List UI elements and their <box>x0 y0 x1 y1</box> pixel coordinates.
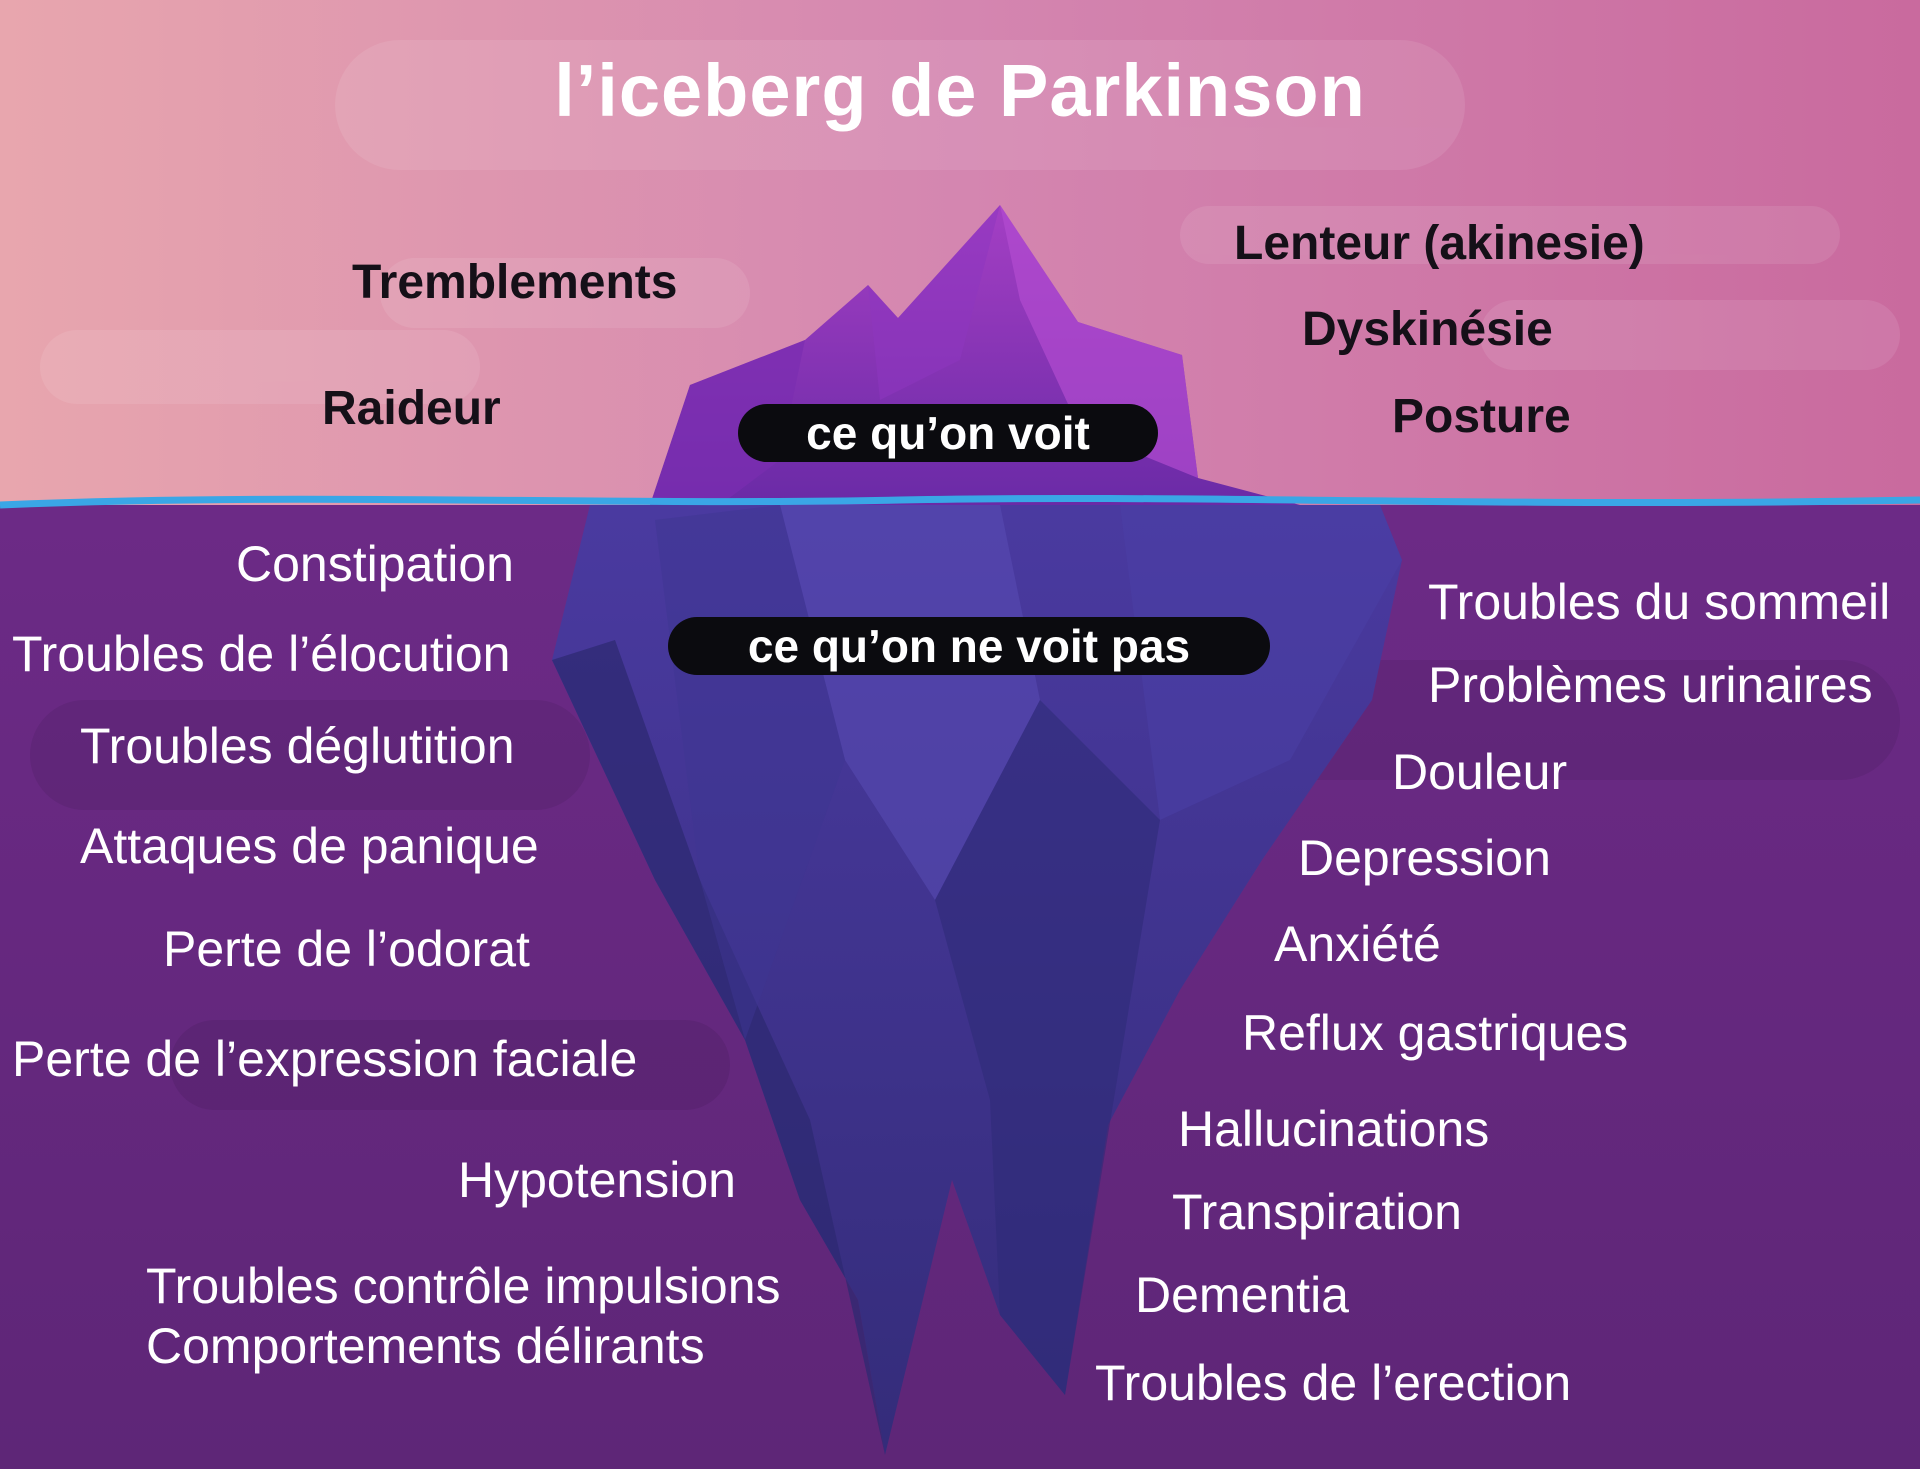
hidden-symptom: Anxiété <box>1274 916 1441 972</box>
hidden-symptom: Reflux gastriques <box>1242 1005 1629 1061</box>
hidden-symptom: Troubles de l’erection <box>1095 1355 1572 1411</box>
hidden-symptom: Depression <box>1298 830 1551 886</box>
visible-symptom: Tremblements <box>352 256 678 309</box>
visible-symptom: Dyskinésie <box>1302 303 1553 356</box>
hidden-symptom: Problèmes urinaires <box>1428 657 1873 713</box>
visible-symptom: Raideur <box>322 382 501 435</box>
hidden-symptom: Dementia <box>1135 1267 1349 1323</box>
visible-symptom: Posture <box>1392 390 1571 443</box>
hidden-symptom: Attaques de panique <box>80 818 539 874</box>
hidden-symptom: Perte de l’odorat <box>163 921 530 977</box>
page-title: l’iceberg de Parkinson <box>554 49 1366 132</box>
hidden-label-badge: ce qu’on ne voit pas <box>668 617 1270 675</box>
visible-symptom: Lenteur (akinesie) <box>1234 217 1645 270</box>
hidden-symptom: Perte de l’expression faciale <box>12 1031 638 1087</box>
underwater-shadows <box>30 660 1900 1110</box>
hidden-symptom: Comportements délirants <box>146 1318 705 1374</box>
hidden-symptom: Troubles du sommeil <box>1428 574 1891 630</box>
hidden-symptom: Hypotension <box>458 1152 736 1208</box>
hidden-symptom: Douleur <box>1392 744 1568 800</box>
cloud-bands <box>40 40 1900 404</box>
hidden-symptom: Troubles déglutition <box>80 718 515 774</box>
hidden-symptom: Troubles de l’élocution <box>12 626 511 682</box>
waterline <box>0 494 1920 509</box>
iceberg-submerged <box>552 505 1402 1455</box>
hidden-symptom: Constipation <box>236 536 514 592</box>
hidden-symptom: Hallucinations <box>1178 1101 1490 1157</box>
hidden-symptom: Transpiration <box>1172 1184 1462 1240</box>
hidden-symptom: Troubles contrôle impulsions <box>146 1258 781 1314</box>
visible-label-badge: ce qu’on voit <box>738 404 1158 462</box>
